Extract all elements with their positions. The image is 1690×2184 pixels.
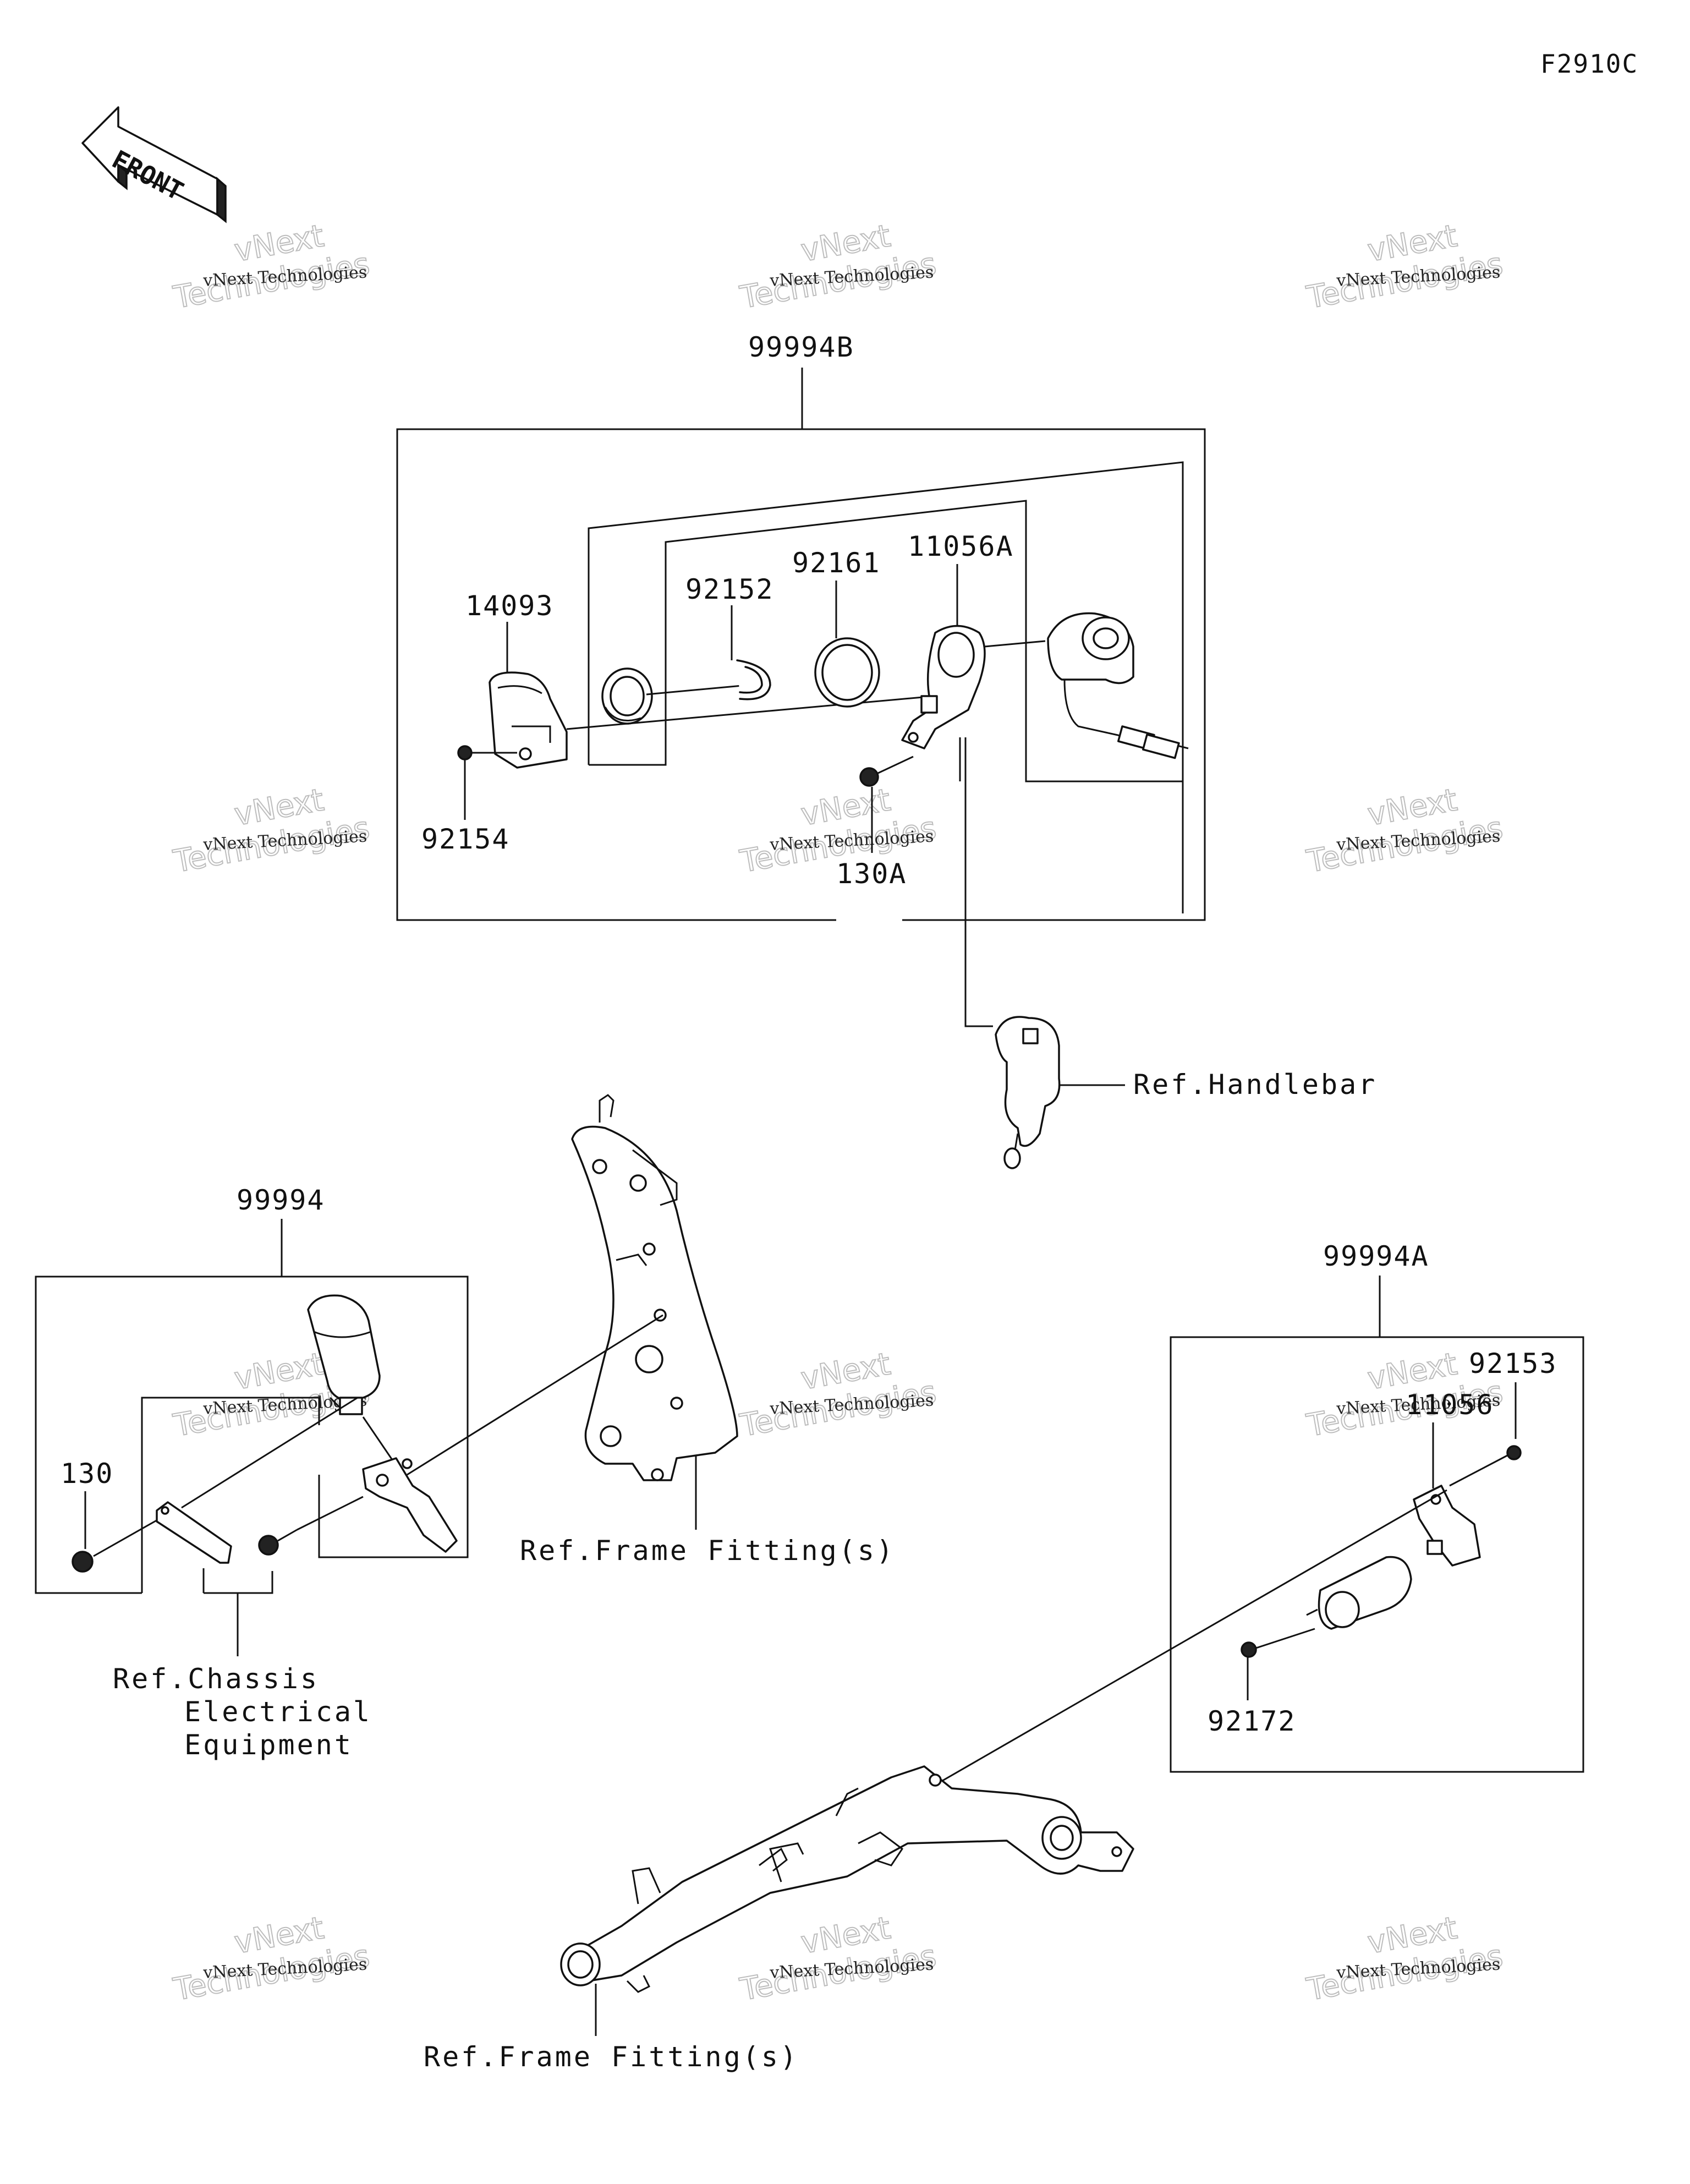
part-label-130A: 130A bbox=[836, 858, 907, 890]
part-label-130: 130 bbox=[61, 1458, 113, 1490]
watermark: Technologies vNext vNext Technologies bbox=[737, 1345, 940, 1444]
kit-box-top bbox=[396, 428, 1206, 921]
frame-plate-icon bbox=[571, 1094, 738, 1481]
watermark: Technologies vNext vNext Technologies bbox=[170, 781, 373, 880]
front-arrow-icon: FRONT bbox=[81, 106, 227, 223]
ref-handlebar: Ref.Handlebar bbox=[1133, 1069, 1377, 1101]
circlip-icon bbox=[736, 659, 771, 700]
part-label-92161: 92161 bbox=[792, 547, 881, 579]
kit-label-99994: 99994 bbox=[237, 1184, 325, 1216]
watermark: Technologies vNext vNext Technologies bbox=[1303, 1909, 1506, 2008]
kit-label-99994A: 99994A bbox=[1323, 1240, 1429, 1272]
ref-frame-fitting-1: Ref.Frame Fitting(s) bbox=[520, 1535, 895, 1567]
sleeve-icon bbox=[601, 667, 653, 725]
part-label-11056: 11056 bbox=[1406, 1389, 1494, 1421]
screw-icon-92153 bbox=[1506, 1445, 1522, 1460]
kit-99994A: 99994A 92153 11056 92172 bbox=[852, 1240, 1584, 1833]
watermark: Technologies vNext vNext Technologies bbox=[170, 217, 373, 316]
kit-box-left bbox=[35, 1276, 469, 1594]
switch-cover-icon bbox=[489, 671, 568, 769]
watermark: Technologies vNext vNext Technologies bbox=[1303, 217, 1506, 316]
kit-box-right bbox=[1170, 1336, 1584, 1773]
watermark: Technologies vNext vNext Technologies bbox=[737, 1909, 940, 2008]
power-socket-icon bbox=[1047, 612, 1189, 759]
screw-icon-92172 bbox=[1241, 1628, 1315, 1658]
figure-code: F2910C bbox=[1540, 49, 1638, 79]
bolt-icon-130A bbox=[859, 756, 914, 787]
ref-chassis-line3: Equipment bbox=[184, 1729, 353, 1761]
part-label-92154: 92154 bbox=[421, 823, 510, 855]
part-label-92152: 92152 bbox=[685, 573, 774, 605]
screw-icon-92154 bbox=[457, 745, 517, 760]
ref-chassis-line2: Electrical bbox=[184, 1696, 372, 1728]
watermark: Technologies vNext vNext Technologies bbox=[170, 1909, 373, 2008]
watermark: Technologies vNext vNext Technologies bbox=[1303, 781, 1506, 880]
kit-99994B: 99994B 14093 92154 92152 bbox=[396, 331, 1206, 1027]
handlebar-clamp-icon bbox=[995, 1016, 1061, 1169]
ref-chassis-line1: Ref.Chassis bbox=[113, 1663, 319, 1695]
watermark: Technologies vNext vNext Technologies bbox=[737, 217, 940, 316]
connector-icon bbox=[307, 1294, 381, 1415]
part-label-14093: 14093 bbox=[465, 590, 554, 622]
kit-99994: 99994 130 bbox=[35, 1184, 663, 1656]
part-label-11056A: 11056A bbox=[908, 530, 1014, 562]
ring-icon bbox=[814, 637, 880, 708]
bolt-icon-left bbox=[258, 1529, 298, 1556]
strap-icon bbox=[156, 1501, 232, 1564]
mount-bracket-icon bbox=[362, 1457, 458, 1553]
watermark-grid: Technologies vNext vNext Technologies Te… bbox=[170, 217, 1506, 2008]
switch-icon-right bbox=[1306, 1556, 1412, 1630]
ref-frame-fitting-2: Ref.Frame Fitting(s) bbox=[424, 2041, 799, 2073]
nut-icon-130 bbox=[72, 1551, 94, 1573]
bracket-icon-11056A bbox=[901, 625, 986, 749]
bracket-icon-11056 bbox=[1413, 1485, 1481, 1567]
part-label-92172: 92172 bbox=[1208, 1705, 1296, 1737]
part-label-92153: 92153 bbox=[1469, 1348, 1557, 1380]
frame-tube-icon bbox=[560, 1765, 1134, 1993]
kit-label-99994B: 99994B bbox=[748, 331, 854, 363]
